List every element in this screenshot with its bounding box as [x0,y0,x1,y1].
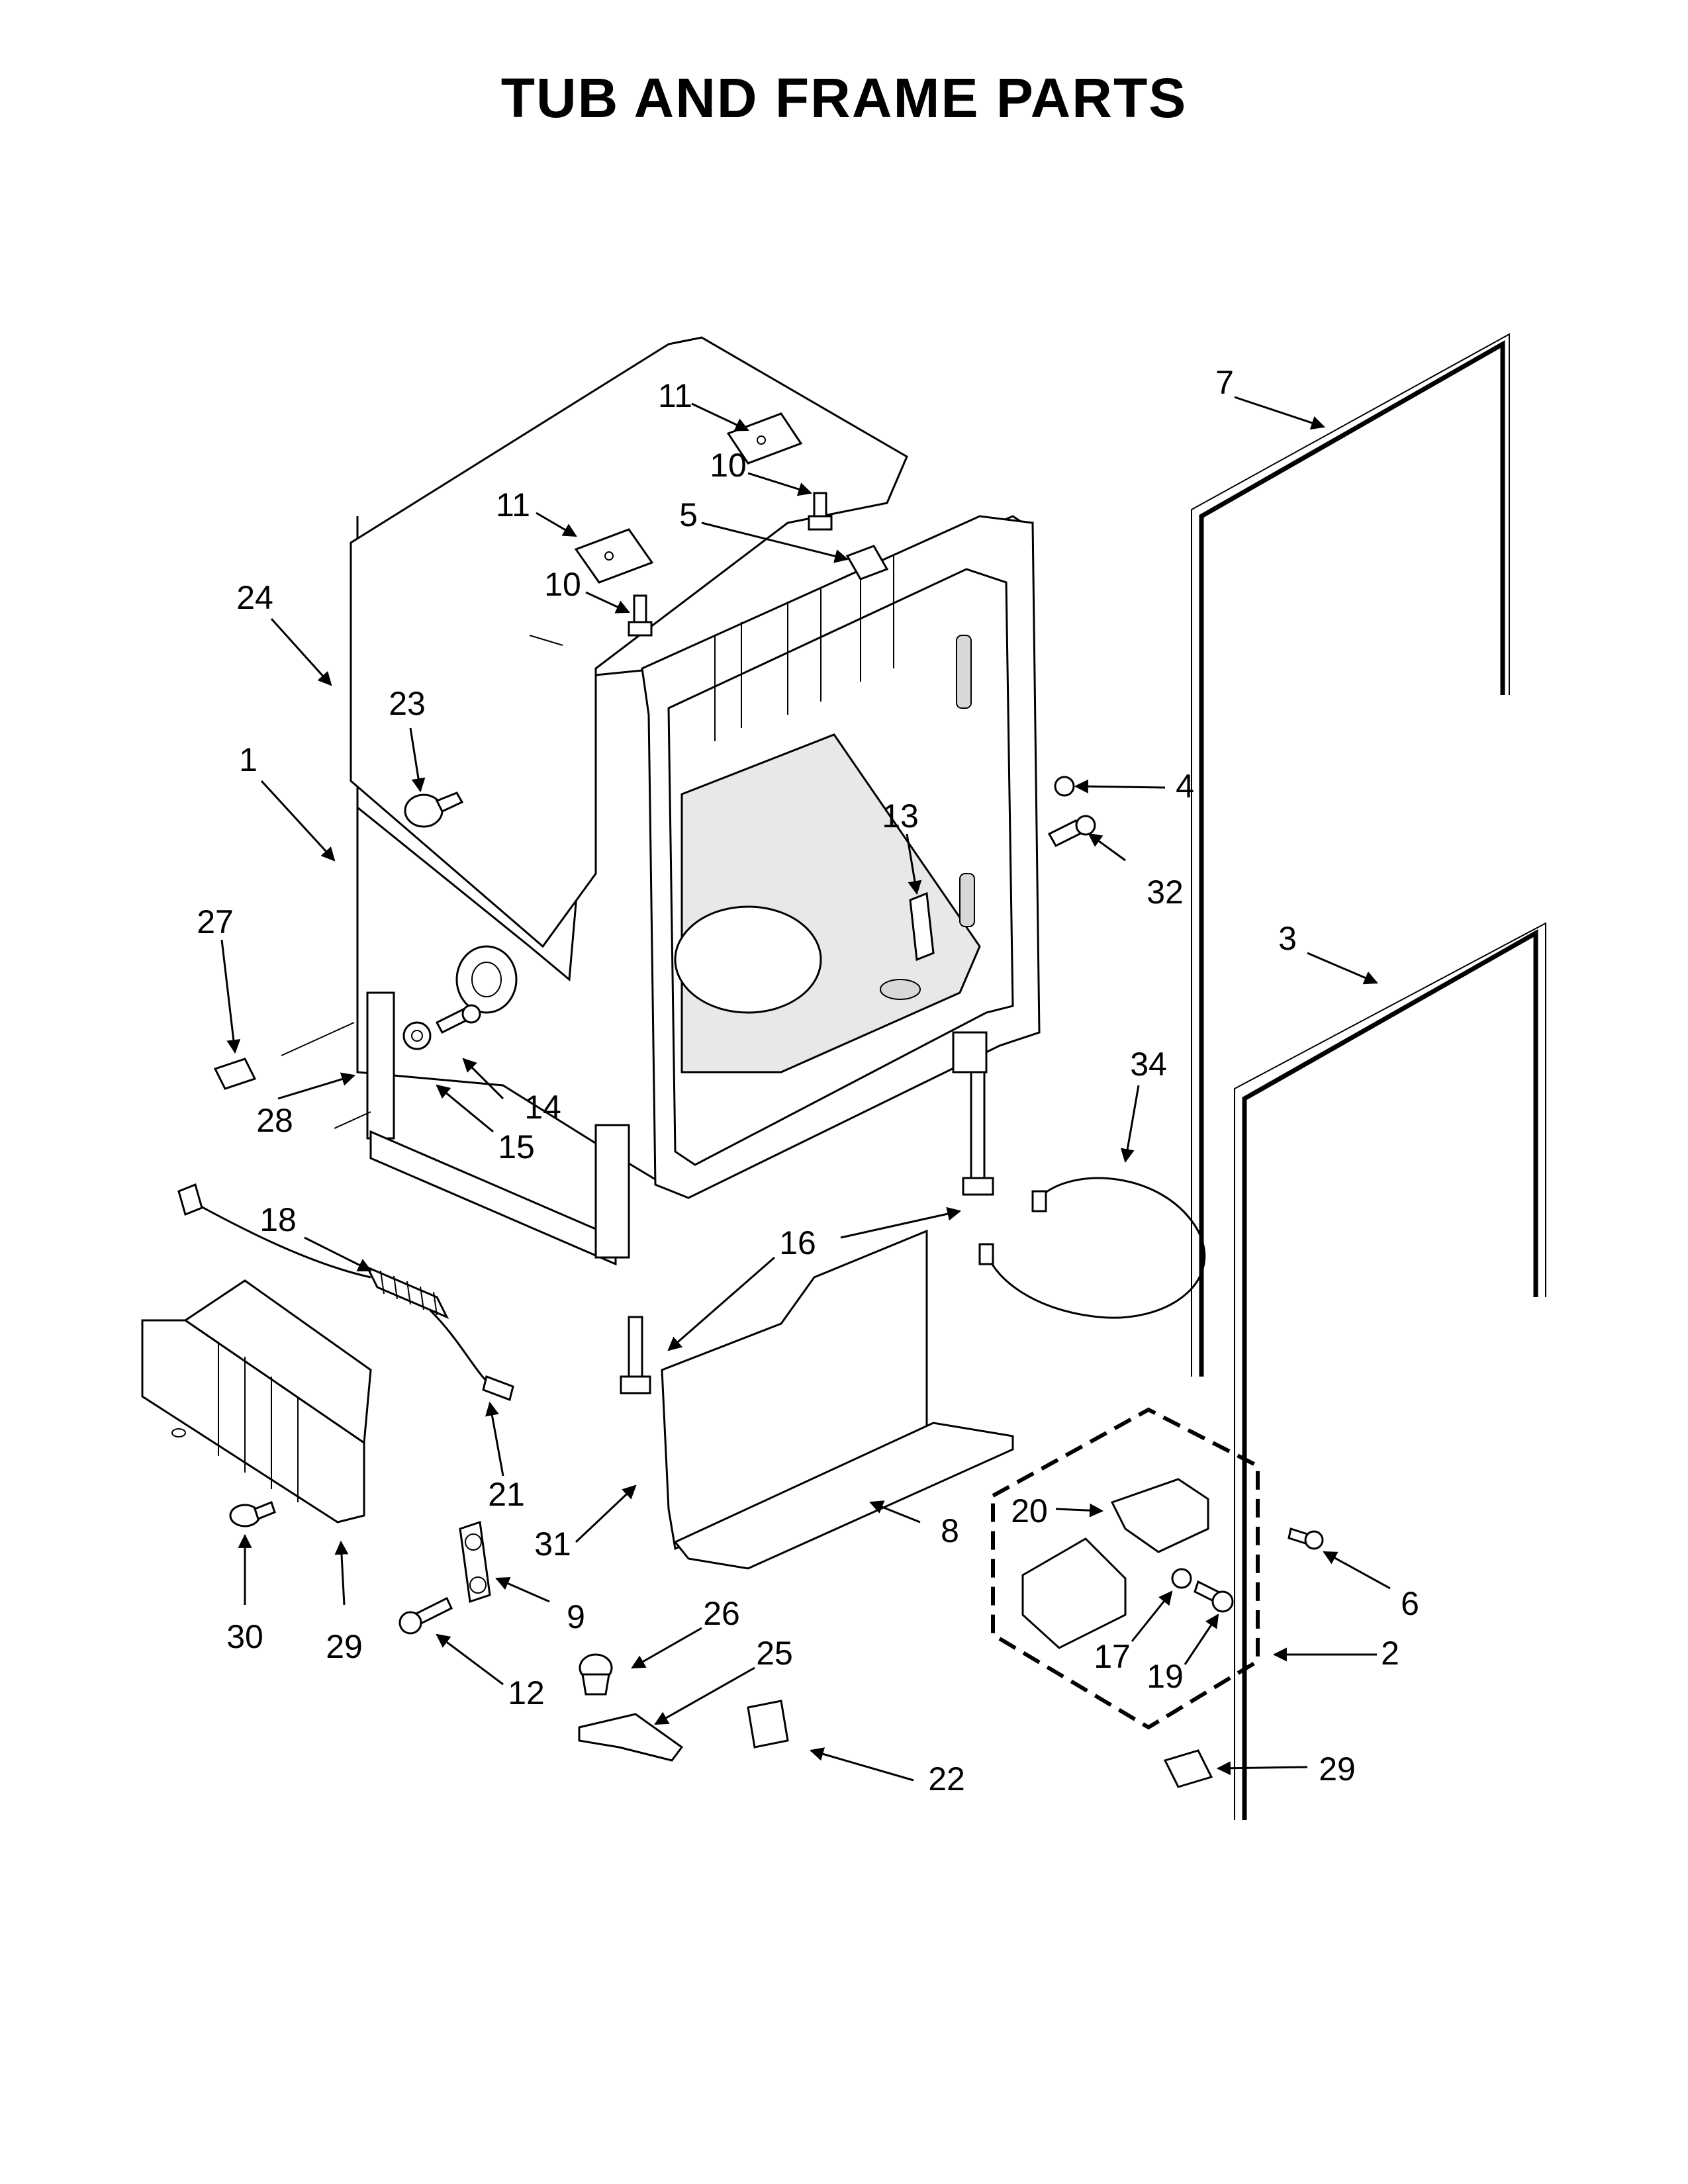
callout-24: 24 [236,579,273,616]
callout-14: 14 [524,1089,561,1126]
vent-5 [845,545,889,580]
hinge-assembly-box [991,1407,1260,1730]
leveling-leg-16-front [620,1316,651,1394]
washer-15 [402,1021,432,1050]
callout-31: 30 [226,1618,263,1655]
part-22 [747,1700,789,1749]
callout-1: 1 [239,741,258,778]
callout-16: 16 [779,1224,816,1261]
callout-19: 19 [1147,1658,1184,1695]
callout-labels: 11 10 11 10 5 24 23 1 7 4 32 13 3 34 27 … [197,364,1419,1797]
callout-5: 5 [679,496,698,533]
callout-6: 6 [1401,1585,1419,1622]
callout-13: 13 [882,797,919,835]
washer-17 [1171,1568,1192,1589]
bracket-25 [578,1713,684,1762]
clip-29 [1163,1749,1213,1788]
upper-door-gasket [1199,340,1505,1377]
callout-26: 26 [703,1595,740,1632]
callout-10-upper: 10 [710,447,747,484]
spring-18 [365,1265,449,1319]
callout-7: 7 [1215,364,1234,401]
screw-12 [399,1596,453,1635]
clip-27 [213,1058,257,1090]
screw-6 [1288,1527,1324,1550]
bracket-20 [1110,1478,1209,1553]
hinge-bracket-11-upper [726,412,803,465]
plug-4 [1054,776,1075,797]
callout-9: 9 [567,1598,585,1635]
callout-34: 34 [1130,1046,1167,1083]
callout-8: 8 [941,1512,959,1549]
push-pin-23 [404,792,464,828]
callout-21: 21 [488,1476,525,1513]
bracket-8 [673,1422,1014,1570]
callout-10-lower: 10 [544,566,581,603]
bracket-9 [459,1521,491,1603]
callout-33: 32 [1147,874,1184,911]
callout-28: 28 [256,1102,293,1139]
callout-23: 23 [389,685,426,722]
callout-22: 22 [928,1760,965,1797]
hinge-bracket-11-lower [574,528,654,584]
callout-4: 4 [1176,768,1194,805]
screw-33 [1047,815,1096,847]
hinge-bracket [1021,1537,1127,1649]
screw-10-lower [628,594,653,637]
tub-assembly [350,336,1041,1266]
callout-17: 17 [1094,1638,1131,1675]
callout-30: 29 [326,1628,363,1665]
push-pin-31 [229,1501,276,1527]
lower-door-gasket [1242,929,1538,1820]
page-title: TUB AND FRAME PARTS [500,67,1188,129]
callout-32: 31 [534,1525,571,1563]
screw-19 [1194,1580,1234,1613]
callout-11-upper: 11 [658,377,692,414]
callout-20: 20 [1011,1492,1048,1529]
clip-13 [909,891,935,962]
callout-25: 25 [756,1635,793,1672]
callout-11-lower: 11 [496,486,530,523]
callout-15: 15 [498,1128,535,1165]
screw-10-upper [808,492,833,531]
callout-3: 3 [1278,920,1297,957]
part-26 [579,1653,613,1696]
callout-12: 12 [508,1674,545,1711]
leveling-leg-16-rear [962,1071,994,1196]
callout-2: 2 [1381,1635,1399,1672]
callout-18: 18 [259,1201,297,1238]
leader-lines [220,396,1391,1782]
screw-14 [435,1004,481,1034]
wire-harness-34 [985,1177,1206,1319]
callout-29: 29 [1319,1751,1356,1788]
callout-27: 27 [197,903,234,940]
